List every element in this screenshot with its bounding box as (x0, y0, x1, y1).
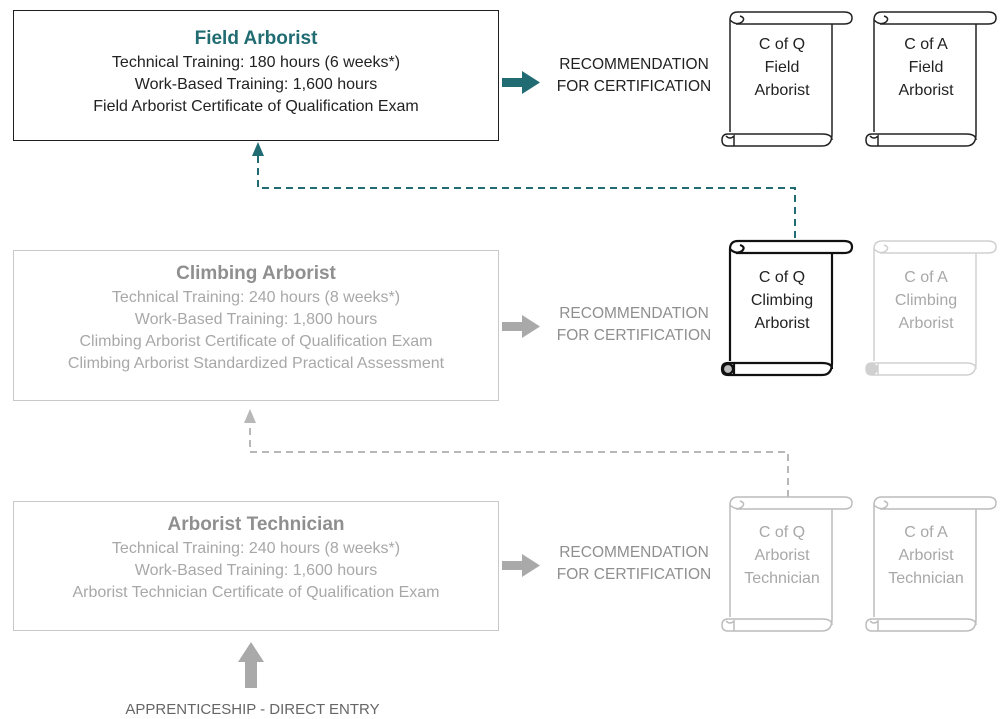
cofa-field-text: C of A Field Arborist (876, 33, 976, 102)
cofq-climbing-text: C of Q Climbing Arborist (732, 266, 832, 335)
cert-line: Technician (744, 570, 820, 587)
level-detail: Work-Based Training: 1,800 hours (134, 311, 378, 328)
recommendation-line: RECOMMENDATION (559, 305, 709, 322)
arrowhead-to-field (252, 142, 264, 156)
cert-line: Field (908, 59, 944, 76)
level-detail: Technical Training: 240 hours (8 weeks*) (111, 289, 401, 306)
cert-line: C of Q (758, 524, 806, 541)
level-detail: Arborist Technician Certificate of Quali… (72, 584, 440, 601)
recommendation-label-technician: RECOMMENDATION FOR CERTIFICATION (544, 542, 724, 586)
arrow-technician-recommendation (502, 554, 540, 577)
cofq-field-text: C of Q Field Arborist (732, 33, 832, 102)
recommendation-line: FOR CERTIFICATION (556, 78, 712, 95)
direct-entry-label: APPRENTICESHIP - DIRECT ENTRY (125, 701, 380, 718)
cert-line: C of A (904, 36, 948, 53)
level-detail: Climbing Arborist Certificate of Qualifi… (79, 333, 433, 350)
level-title: Arborist Technician (167, 514, 345, 535)
cert-line: Climbing (750, 292, 814, 309)
level-detail: Field Arborist Certificate of Qualificat… (93, 98, 419, 115)
level-title: Field Arborist (194, 28, 318, 49)
scroll-cofq-climbing (720, 239, 854, 377)
cofa-technician-text: C of A Arborist Technician (876, 521, 976, 590)
cert-line: Arborist (898, 82, 954, 99)
cert-line: Arborist (898, 547, 954, 564)
cert-line: Arborist (754, 82, 810, 99)
level-detail: Technical Training: 240 hours (8 weeks*) (111, 540, 401, 557)
level-detail: Technical Training: 180 hours (6 weeks*) (111, 54, 401, 71)
arrow-direct-entry (238, 642, 264, 688)
recommendation-line: RECOMMENDATION (559, 544, 709, 561)
level-box-arborist-technician: Arborist Technician Technical Training: … (13, 501, 499, 631)
cert-line: Arborist (754, 315, 810, 332)
cert-line: Technician (888, 570, 964, 587)
level-title: Climbing Arborist (176, 263, 336, 284)
level-detail: Work-Based Training: 1,600 hours (134, 76, 378, 93)
cert-line: Arborist (898, 315, 954, 332)
recommendation-line: RECOMMENDATION (559, 56, 709, 73)
scroll-cofa-climbing (865, 240, 997, 376)
cert-line: Field (764, 59, 800, 76)
level-box-field-arborist: Field Arborist Technical Training: 180 h… (13, 10, 499, 141)
level-detail: Climbing Arborist Standardized Practical… (67, 355, 445, 372)
recommendation-line: FOR CERTIFICATION (556, 327, 712, 344)
cert-line: C of A (904, 269, 948, 286)
cert-line: C of Q (758, 269, 806, 286)
recommendation-line: FOR CERTIFICATION (556, 566, 712, 583)
arrowhead-to-climbing (244, 409, 256, 423)
recommendation-label-field: RECOMMENDATION FOR CERTIFICATION (544, 54, 724, 98)
recommendation-label-climbing: RECOMMENDATION FOR CERTIFICATION (544, 303, 724, 347)
arrow-climbing-recommendation (502, 315, 540, 338)
level-box-climbing-arborist: Climbing Arborist Technical Training: 24… (13, 250, 499, 401)
cert-line: C of Q (758, 36, 806, 53)
connector-technician-to-climbing (249, 420, 789, 497)
connector-climbing-to-field (257, 152, 796, 238)
cert-line: Climbing (894, 292, 958, 309)
cofq-technician-text: C of Q Arborist Technician (732, 521, 832, 590)
level-detail: Work-Based Training: 1,600 hours (134, 562, 378, 579)
cert-line: Arborist (754, 547, 810, 564)
cert-line: C of A (904, 524, 948, 541)
cofa-climbing-text: C of A Climbing Arborist (876, 266, 976, 335)
arrow-field-recommendation (502, 71, 540, 94)
